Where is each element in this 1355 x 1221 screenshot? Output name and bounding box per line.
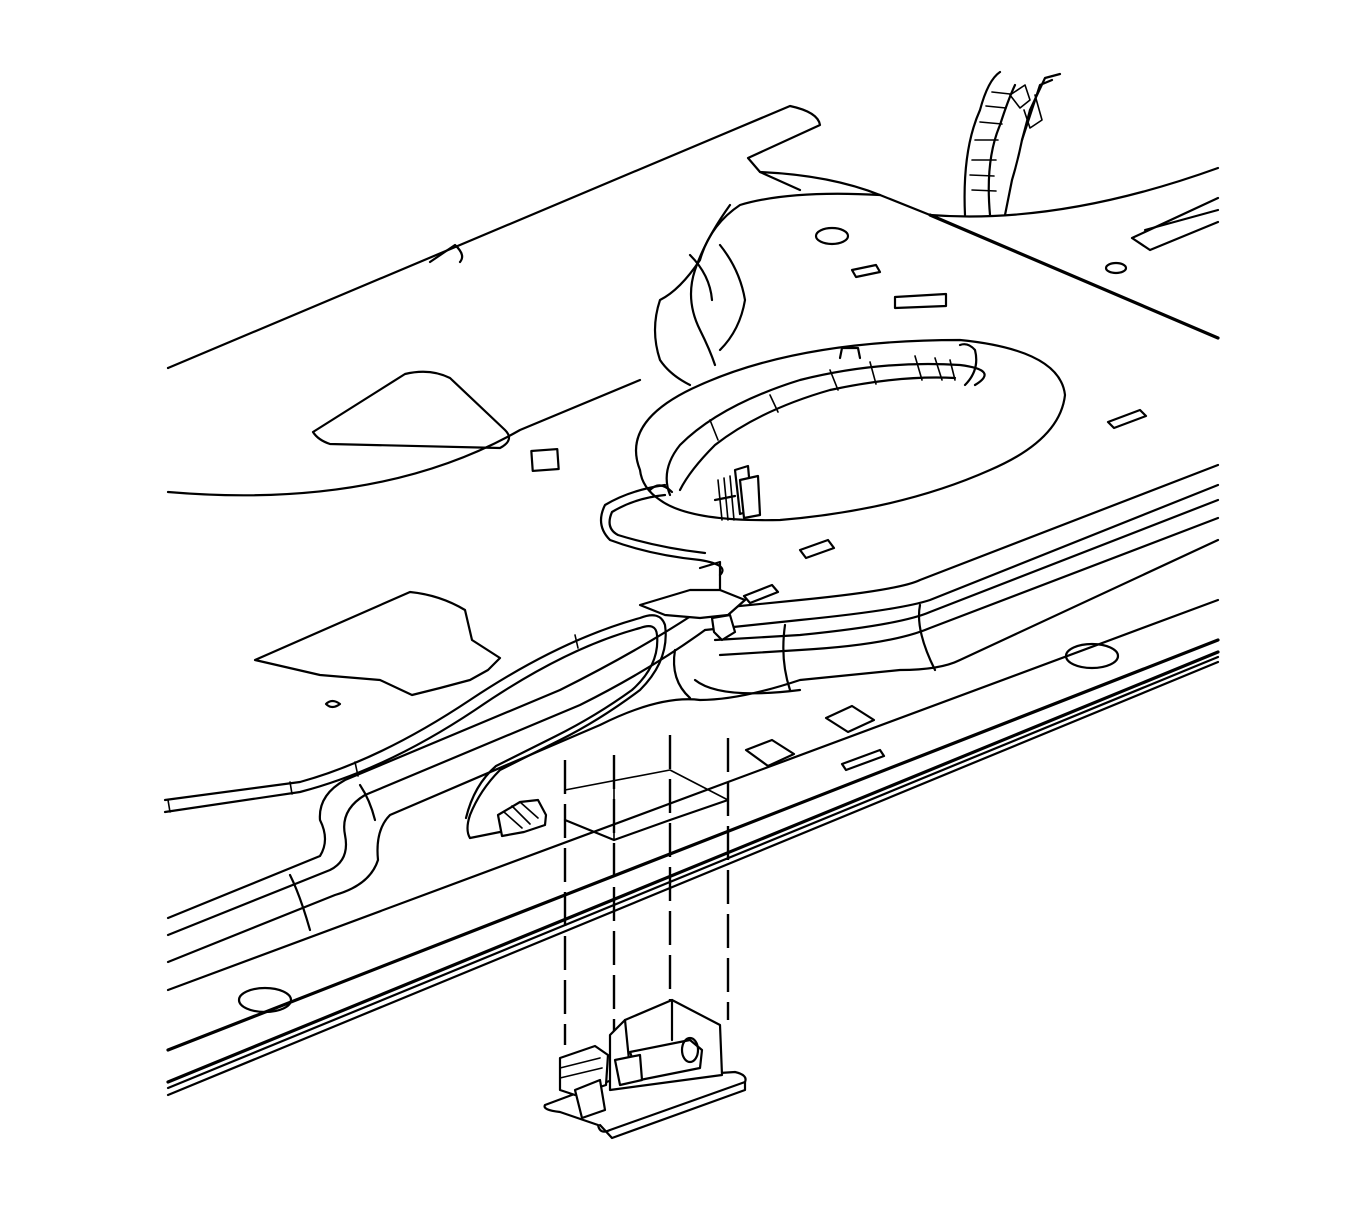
exploded-guide-lines: [563, 735, 730, 1045]
oval-floor-opening: [635, 338, 1067, 522]
floor-tunnel-hump: [653, 166, 1220, 387]
floor-slots: [324, 408, 1148, 772]
lower-floor-rails: [166, 463, 1220, 1097]
sensor-bracket-assembly: [543, 998, 747, 1140]
upper-wiring-harness: [963, 70, 1062, 217]
carpet-patch: [253, 590, 502, 697]
lower-wiring-harness: [163, 560, 747, 840]
upper-floor-panel: [166, 104, 822, 497]
harness-loop: [599, 483, 724, 577]
